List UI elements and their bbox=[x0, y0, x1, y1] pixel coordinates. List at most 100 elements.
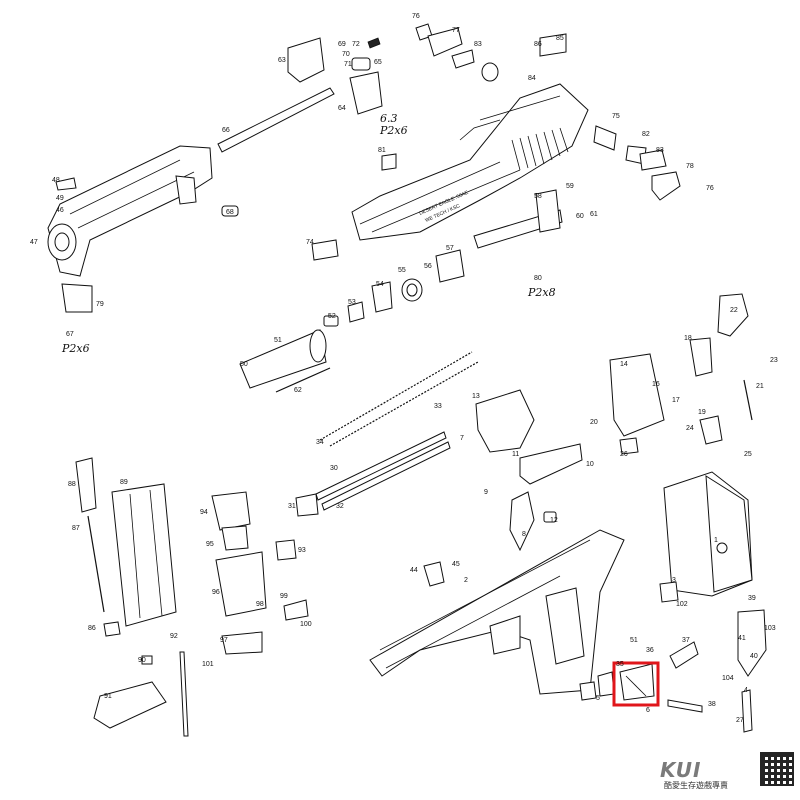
part-label-7: 7 bbox=[460, 435, 464, 442]
part-label-48: 48 bbox=[52, 177, 60, 184]
magazine bbox=[75, 457, 319, 737]
logo-tagline: 酷愛生存遊戲專賣 bbox=[664, 781, 728, 790]
part-label-66: 66 bbox=[222, 127, 230, 134]
part-label-92: 92 bbox=[170, 633, 178, 640]
part-label-44: 44 bbox=[410, 567, 418, 574]
part-label-40: 40 bbox=[750, 653, 758, 660]
part-label-17: 17 bbox=[672, 397, 680, 404]
part-label-11: 11 bbox=[512, 451, 519, 458]
part-label-49: 49 bbox=[56, 195, 64, 202]
part-label-27: 27 bbox=[736, 717, 744, 724]
part-label-53: 53 bbox=[348, 299, 356, 306]
grip-panel bbox=[663, 471, 753, 597]
part-label-86b: 86 bbox=[88, 625, 96, 632]
part-label-45: 45 bbox=[452, 561, 460, 568]
part-label-86: 86 bbox=[534, 41, 542, 48]
part-label-2: 2 bbox=[464, 577, 468, 584]
part-label-81: 81 bbox=[378, 147, 386, 154]
part-label-5: 5 bbox=[596, 695, 600, 702]
logo-wordmark: KUI bbox=[660, 758, 702, 782]
top-right-parts bbox=[381, 23, 681, 201]
part-label-22: 22 bbox=[730, 307, 738, 314]
qr-code bbox=[760, 752, 794, 786]
part-label-102: 102 bbox=[676, 601, 688, 608]
part-label-12: 12 bbox=[550, 517, 558, 524]
front-sight-parts bbox=[55, 177, 239, 313]
part-label-64: 64 bbox=[338, 105, 346, 112]
part-label-91: 91 bbox=[104, 693, 112, 700]
part-label-52: 52 bbox=[328, 313, 336, 320]
part-label-100: 100 bbox=[300, 621, 312, 628]
brand-logo: KUI 酷愛生存遊戲專賣 bbox=[660, 752, 752, 792]
part-label-61: 61 bbox=[590, 211, 598, 218]
part-label-24: 24 bbox=[686, 425, 694, 432]
lower-frame bbox=[369, 529, 625, 695]
part-label-82: 82 bbox=[642, 131, 650, 138]
part-label-30: 30 bbox=[330, 465, 338, 472]
part-label-57: 57 bbox=[446, 245, 454, 252]
part-label-58: 58 bbox=[534, 193, 542, 200]
part-label-20: 20 bbox=[590, 419, 598, 426]
part-label-75: 75 bbox=[612, 113, 620, 120]
guide-parts bbox=[311, 189, 563, 327]
part-label-90: 90 bbox=[138, 657, 146, 664]
part-label-33: 33 bbox=[434, 403, 442, 410]
part-label-98: 98 bbox=[256, 601, 264, 608]
blowback-unit bbox=[239, 329, 331, 393]
highlight-box bbox=[612, 661, 660, 707]
part-label-83b: 83 bbox=[656, 147, 664, 154]
misc-small-parts bbox=[423, 561, 615, 701]
part-label-93: 93 bbox=[298, 547, 306, 554]
part-label-77: 77 bbox=[452, 27, 460, 34]
part-label-60: 60 bbox=[576, 213, 584, 220]
part-label-70: 70 bbox=[342, 51, 350, 58]
part-label-95: 95 bbox=[206, 541, 214, 548]
part-label-25: 25 bbox=[744, 451, 752, 458]
part-label-39: 39 bbox=[748, 595, 756, 602]
part-label-87: 87 bbox=[72, 525, 80, 532]
part-label-74: 74 bbox=[306, 239, 314, 246]
part-label-97: 97 bbox=[220, 637, 228, 644]
part-label-54: 54 bbox=[376, 281, 384, 288]
part-label-51: 51 bbox=[274, 337, 282, 344]
part-label-96: 96 bbox=[212, 589, 220, 596]
part-label-55: 55 bbox=[398, 267, 406, 274]
part-label-71: 71 bbox=[344, 61, 352, 68]
part-label-23: 23 bbox=[770, 357, 778, 364]
part-label-19: 19 bbox=[698, 409, 706, 416]
highlighted-part-35 bbox=[612, 661, 660, 707]
part-label-1: 1 bbox=[714, 537, 718, 544]
part-label-76b: 76 bbox=[706, 185, 714, 192]
part-label-13: 13 bbox=[472, 393, 480, 400]
part-label-83: 83 bbox=[474, 41, 482, 48]
part-label-26: 26 bbox=[620, 451, 628, 458]
part-label-14: 14 bbox=[620, 361, 628, 368]
part-label-69: 69 bbox=[338, 41, 346, 48]
part-label-18: 18 bbox=[684, 335, 692, 342]
part-label-104: 104 bbox=[722, 675, 734, 682]
part-label-80: 80 bbox=[534, 275, 542, 282]
part-label-89: 89 bbox=[120, 479, 128, 486]
part-label-88: 88 bbox=[68, 481, 76, 488]
part-label-50: 50 bbox=[240, 361, 248, 368]
part-label-99: 99 bbox=[280, 593, 288, 600]
part-label-8: 8 bbox=[522, 531, 526, 538]
recoil-springs bbox=[315, 351, 479, 511]
part-label-85: 85 bbox=[556, 35, 564, 42]
part-label-34: 34 bbox=[316, 439, 324, 446]
hammer-group bbox=[609, 293, 753, 455]
part-label-36: 36 bbox=[646, 647, 654, 654]
part-label-94: 94 bbox=[200, 509, 208, 516]
part-label-68: 68 bbox=[226, 209, 234, 216]
part-label-79: 79 bbox=[96, 301, 104, 308]
part-label-84: 84 bbox=[528, 75, 536, 82]
part-label-3: 3 bbox=[672, 577, 676, 584]
part-label-37: 37 bbox=[682, 637, 690, 644]
right-lower-parts bbox=[659, 581, 767, 733]
inner-barrel bbox=[217, 87, 335, 153]
part-label-9: 9 bbox=[484, 489, 488, 496]
